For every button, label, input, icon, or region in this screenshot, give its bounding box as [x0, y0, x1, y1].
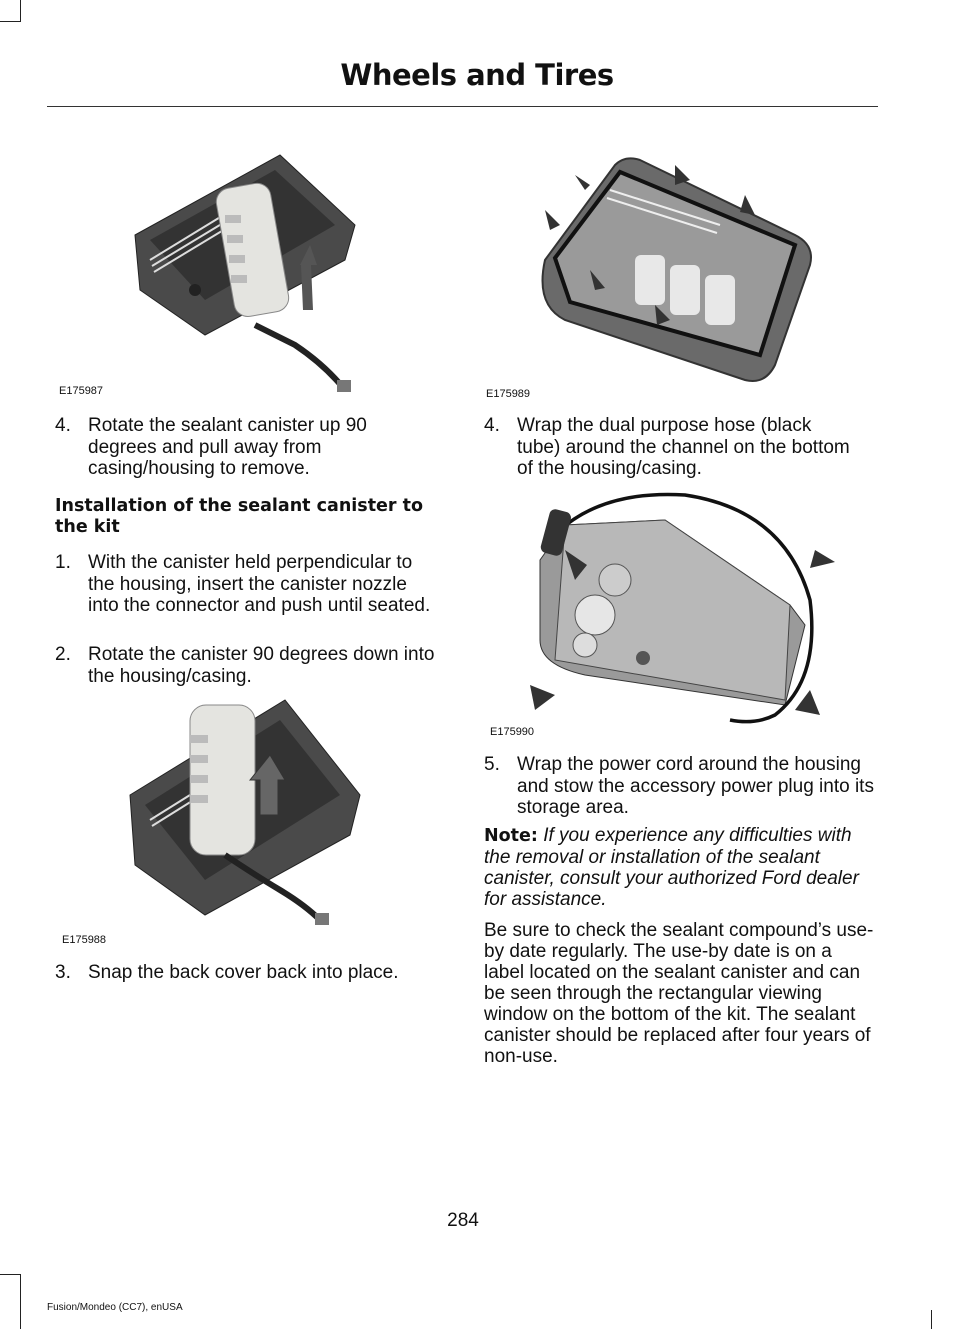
- section-heading: Installation of the sealant canister to …: [55, 496, 424, 537]
- page-number: 284: [447, 1210, 479, 1231]
- crop-mark: [0, 21, 21, 22]
- step-text: Wrap the dual purpose hose (black tube) …: [517, 415, 850, 479]
- footer: Fusion/Mondeo (CC7), enUSA: [47, 1302, 183, 1313]
- note-label: Note:: [484, 826, 538, 846]
- step-number: 4.: [55, 415, 71, 436]
- page-title: Wheels and Tires: [340, 58, 614, 92]
- crop-mark: [931, 1310, 932, 1329]
- figure-canister-install: [129, 699, 361, 925]
- step-text: Wrap the power cord around the housing a…: [517, 754, 874, 818]
- step-number: 5.: [484, 754, 500, 775]
- figure-id: E175989: [486, 388, 531, 400]
- step-number: 3.: [55, 962, 71, 983]
- header-rule: [47, 106, 878, 107]
- figure-id: E175988: [62, 934, 107, 946]
- figure-housing-top: [541, 157, 812, 382]
- note: Note: If you experience any difficulties…: [484, 825, 876, 910]
- figure-id: E175987: [59, 385, 104, 397]
- note-text: If you experience any difficulties with …: [484, 825, 859, 910]
- step-text: Rotate the canister 90 degrees down into…: [88, 644, 435, 687]
- step-text: With the canister held perpendicular to …: [88, 552, 431, 616]
- crop-mark: [20, 0, 21, 22]
- step-number: 4.: [484, 415, 500, 436]
- step-text: Snap the back cover back into place.: [88, 962, 399, 983]
- body-paragraph: Be sure to check the sealant compound’s …: [484, 920, 874, 1067]
- figure-id: E175990: [490, 726, 535, 738]
- step-number: 1.: [55, 552, 71, 573]
- crop-mark: [0, 1274, 21, 1275]
- crop-mark: [20, 1274, 21, 1329]
- figure-housing-cord: [530, 492, 835, 724]
- figure-canister-removal: [134, 154, 356, 392]
- step-text: Rotate the sealant canister up 90 degree…: [88, 415, 367, 479]
- step-number: 2.: [55, 644, 71, 665]
